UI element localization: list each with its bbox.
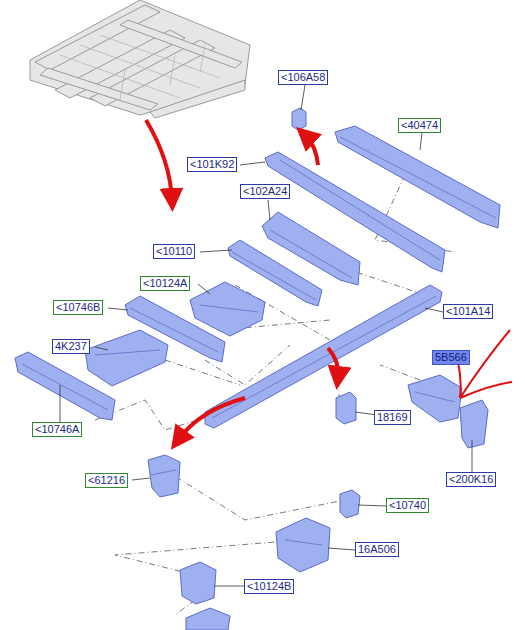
part-number: 5B566 bbox=[435, 351, 467, 363]
callout-box: <10124B bbox=[244, 579, 294, 594]
part-number: <40474 bbox=[401, 119, 438, 131]
part-number: <10740 bbox=[389, 499, 426, 511]
callout-box: 18169 bbox=[374, 410, 411, 425]
part-number: <10746A bbox=[35, 423, 79, 435]
part-number: 4K237 bbox=[55, 340, 87, 352]
callout-box: <101A14 bbox=[443, 304, 493, 319]
part-number: <102A24 bbox=[243, 185, 287, 197]
callout-box: <61216 bbox=[85, 473, 128, 488]
callout-box: <10746B bbox=[53, 300, 103, 315]
part-number: <101K92 bbox=[190, 158, 234, 170]
part-number: 18169 bbox=[377, 411, 408, 423]
part-number: <10124A bbox=[143, 277, 187, 289]
callout-box: <10124A bbox=[140, 276, 190, 291]
callout-box: <101K92 bbox=[187, 157, 237, 172]
part-number: 16A506 bbox=[358, 543, 396, 555]
part-number: <10124B bbox=[247, 580, 291, 592]
callout-box: <10746A bbox=[32, 422, 82, 437]
callout-box: <40474 bbox=[398, 118, 441, 133]
callout-box: 5B566 bbox=[432, 350, 470, 365]
part-number: <10746B bbox=[56, 301, 100, 313]
callout-box: <200K16 bbox=[446, 472, 496, 487]
callout-box: <102A24 bbox=[240, 184, 290, 199]
part-number: <61216 bbox=[88, 474, 125, 486]
part-number: <101A14 bbox=[446, 305, 490, 317]
part-number: <10110 bbox=[156, 245, 192, 257]
part-number: <106A58 bbox=[281, 71, 325, 83]
part-number: <200K16 bbox=[449, 473, 493, 485]
callout-box: <10110 bbox=[153, 244, 195, 259]
callout-box: <106A58 bbox=[278, 70, 328, 85]
callout-box: <10740 bbox=[386, 498, 429, 513]
callout-box: 16A506 bbox=[355, 542, 399, 557]
callout-box: 4K237 bbox=[52, 339, 90, 354]
